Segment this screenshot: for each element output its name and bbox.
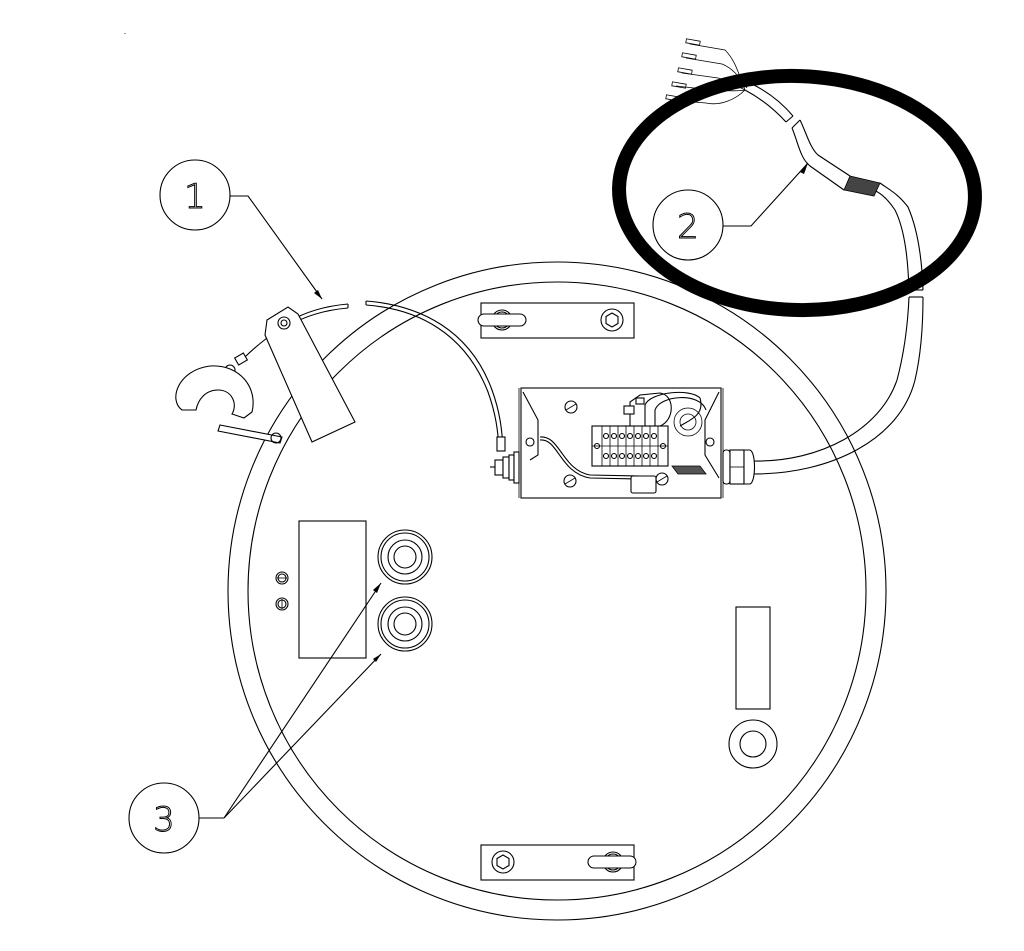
ground-stud <box>490 451 520 484</box>
label-plate <box>275 520 367 659</box>
highlight-ellipse <box>612 68 982 318</box>
base-plate <box>227 261 887 921</box>
outgoing-cable <box>665 38 924 475</box>
bottom-mounting-bracket <box>480 844 637 881</box>
callout-1-label: 1 <box>184 177 206 217</box>
right-slot-and-hole <box>728 606 778 769</box>
terminal-block <box>591 425 669 467</box>
callout-1: 1 <box>159 159 323 300</box>
screw-icon <box>525 400 715 488</box>
speck <box>124 33 126 34</box>
tag-and-clamp <box>175 306 356 444</box>
callout-3-label: 3 <box>153 800 175 840</box>
grommet-bottom <box>377 596 433 652</box>
grommet-top <box>377 529 433 585</box>
callout-2: 2 <box>652 162 809 261</box>
cable-gland <box>722 449 756 485</box>
junction-box <box>518 387 724 499</box>
callout-3: 3 <box>128 582 382 854</box>
top-mounting-bracket <box>477 302 635 339</box>
callout-2-label: 2 <box>677 207 699 247</box>
